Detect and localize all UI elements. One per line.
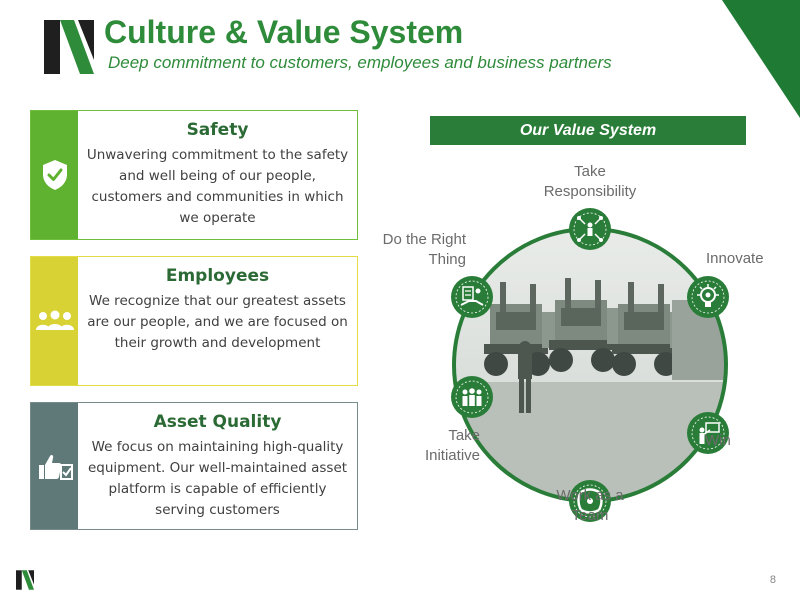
lightbulb-gear-icon — [687, 276, 729, 318]
people-icon — [35, 310, 74, 330]
employees-card: Employees We recognize that our greatest… — [30, 256, 358, 386]
page-title: Culture & Value System — [104, 14, 464, 50]
employees-title: Employees — [165, 266, 270, 286]
safety-band — [31, 111, 78, 239]
document-handshake-icon — [451, 276, 493, 318]
hands-together-icon — [569, 480, 611, 522]
value-label-take-initiative: Take Initiative — [424, 427, 480, 464]
network-people-icon — [569, 208, 611, 250]
value-label-work-as-a-team: Work as a Team — [556, 487, 624, 524]
asset-quality-body: We focus on maintaining high-quality equ… — [87, 439, 348, 518]
employees-band — [31, 257, 78, 385]
company-logo — [44, 20, 94, 74]
value-system-header: Our Value System — [430, 116, 746, 145]
footer-logo — [16, 570, 34, 590]
safety-card: Safety Unwavering commitment to the safe… — [30, 110, 358, 240]
team-icon — [451, 376, 493, 418]
value-label-take-responsibility: Take Responsibility — [543, 163, 637, 200]
value-label-do-the-right-thing: Do the Right Thing — [382, 231, 466, 268]
value-label-win: Win — [705, 432, 731, 449]
safety-title: Safety — [186, 120, 249, 140]
asset-quality-title: Asset Quality — [153, 412, 282, 432]
asset-quality-band — [31, 403, 78, 529]
safety-body: Unwavering commitment to the safety and … — [86, 147, 349, 226]
value-ring — [451, 208, 729, 522]
page-number: 8 — [769, 574, 776, 586]
value-label-innovate: Innovate — [706, 250, 764, 267]
asset-quality-card: Asset Quality We focus on maintaining hi… — [30, 402, 358, 530]
thumbs-up-checklist-icon — [38, 454, 73, 480]
shield-check-icon — [42, 160, 67, 190]
employees-body: We recognize that our greatest assets ar… — [87, 293, 348, 351]
page-subtitle: Deep commitment to customers, employees … — [108, 53, 612, 72]
presenter-chart-icon — [687, 412, 729, 454]
